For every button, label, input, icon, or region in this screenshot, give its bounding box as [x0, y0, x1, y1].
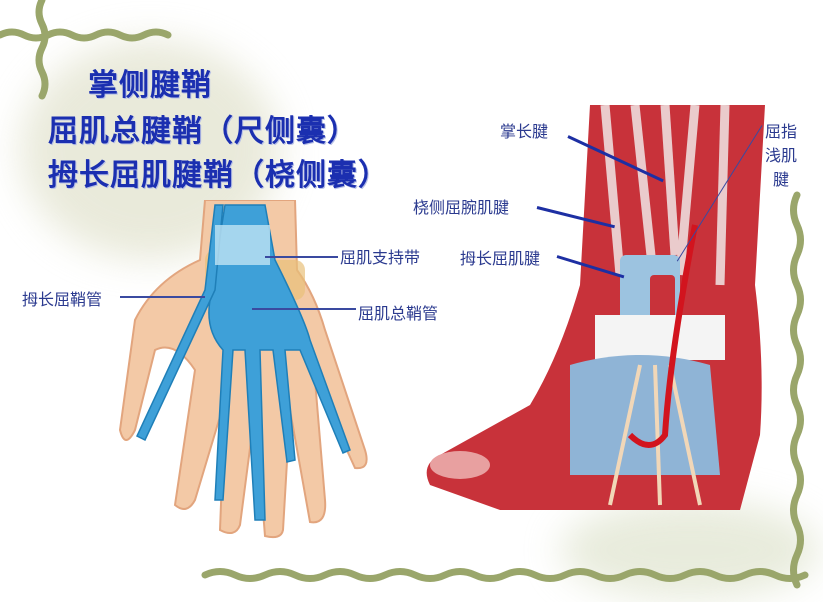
flexor-retinaculum-dissection — [595, 315, 725, 360]
label-fpl-tendon: 拇长屈肌腱 — [460, 249, 541, 268]
leader-line — [252, 308, 356, 310]
wrist-dissection-illustration — [426, 105, 765, 510]
leader-line — [265, 256, 338, 258]
leader-line — [120, 296, 205, 298]
title-fpl-sheath: 拇长屈肌腱鞘（桡侧囊） — [48, 158, 389, 193]
label-fpl-sheath: 拇长屈鞘管 — [22, 290, 103, 309]
flexor-retinaculum-band — [215, 225, 270, 265]
label-common-flexor-sheath: 屈肌总鞘管 — [358, 304, 439, 323]
label-flexor-retinaculum: 屈肌支持带 — [340, 248, 421, 267]
label-fds-tendon-line1: 屈指 — [765, 122, 798, 141]
label-palmaris-longus: 掌长腱 — [500, 122, 549, 141]
title-palmar-tendon-sheath: 掌侧腱鞘 — [88, 68, 212, 103]
background-wash — [560, 500, 820, 600]
hand-illustration — [118, 200, 368, 539]
title-common-flexor-sheath: 屈肌总腱鞘（尺侧囊） — [48, 114, 358, 149]
label-fds-tendon-line3: 腱 — [773, 170, 790, 189]
label-fds-tendon-line2: 浅肌 — [765, 146, 798, 165]
label-fcr-tendon: 桡侧屈腕肌腱 — [413, 198, 510, 217]
